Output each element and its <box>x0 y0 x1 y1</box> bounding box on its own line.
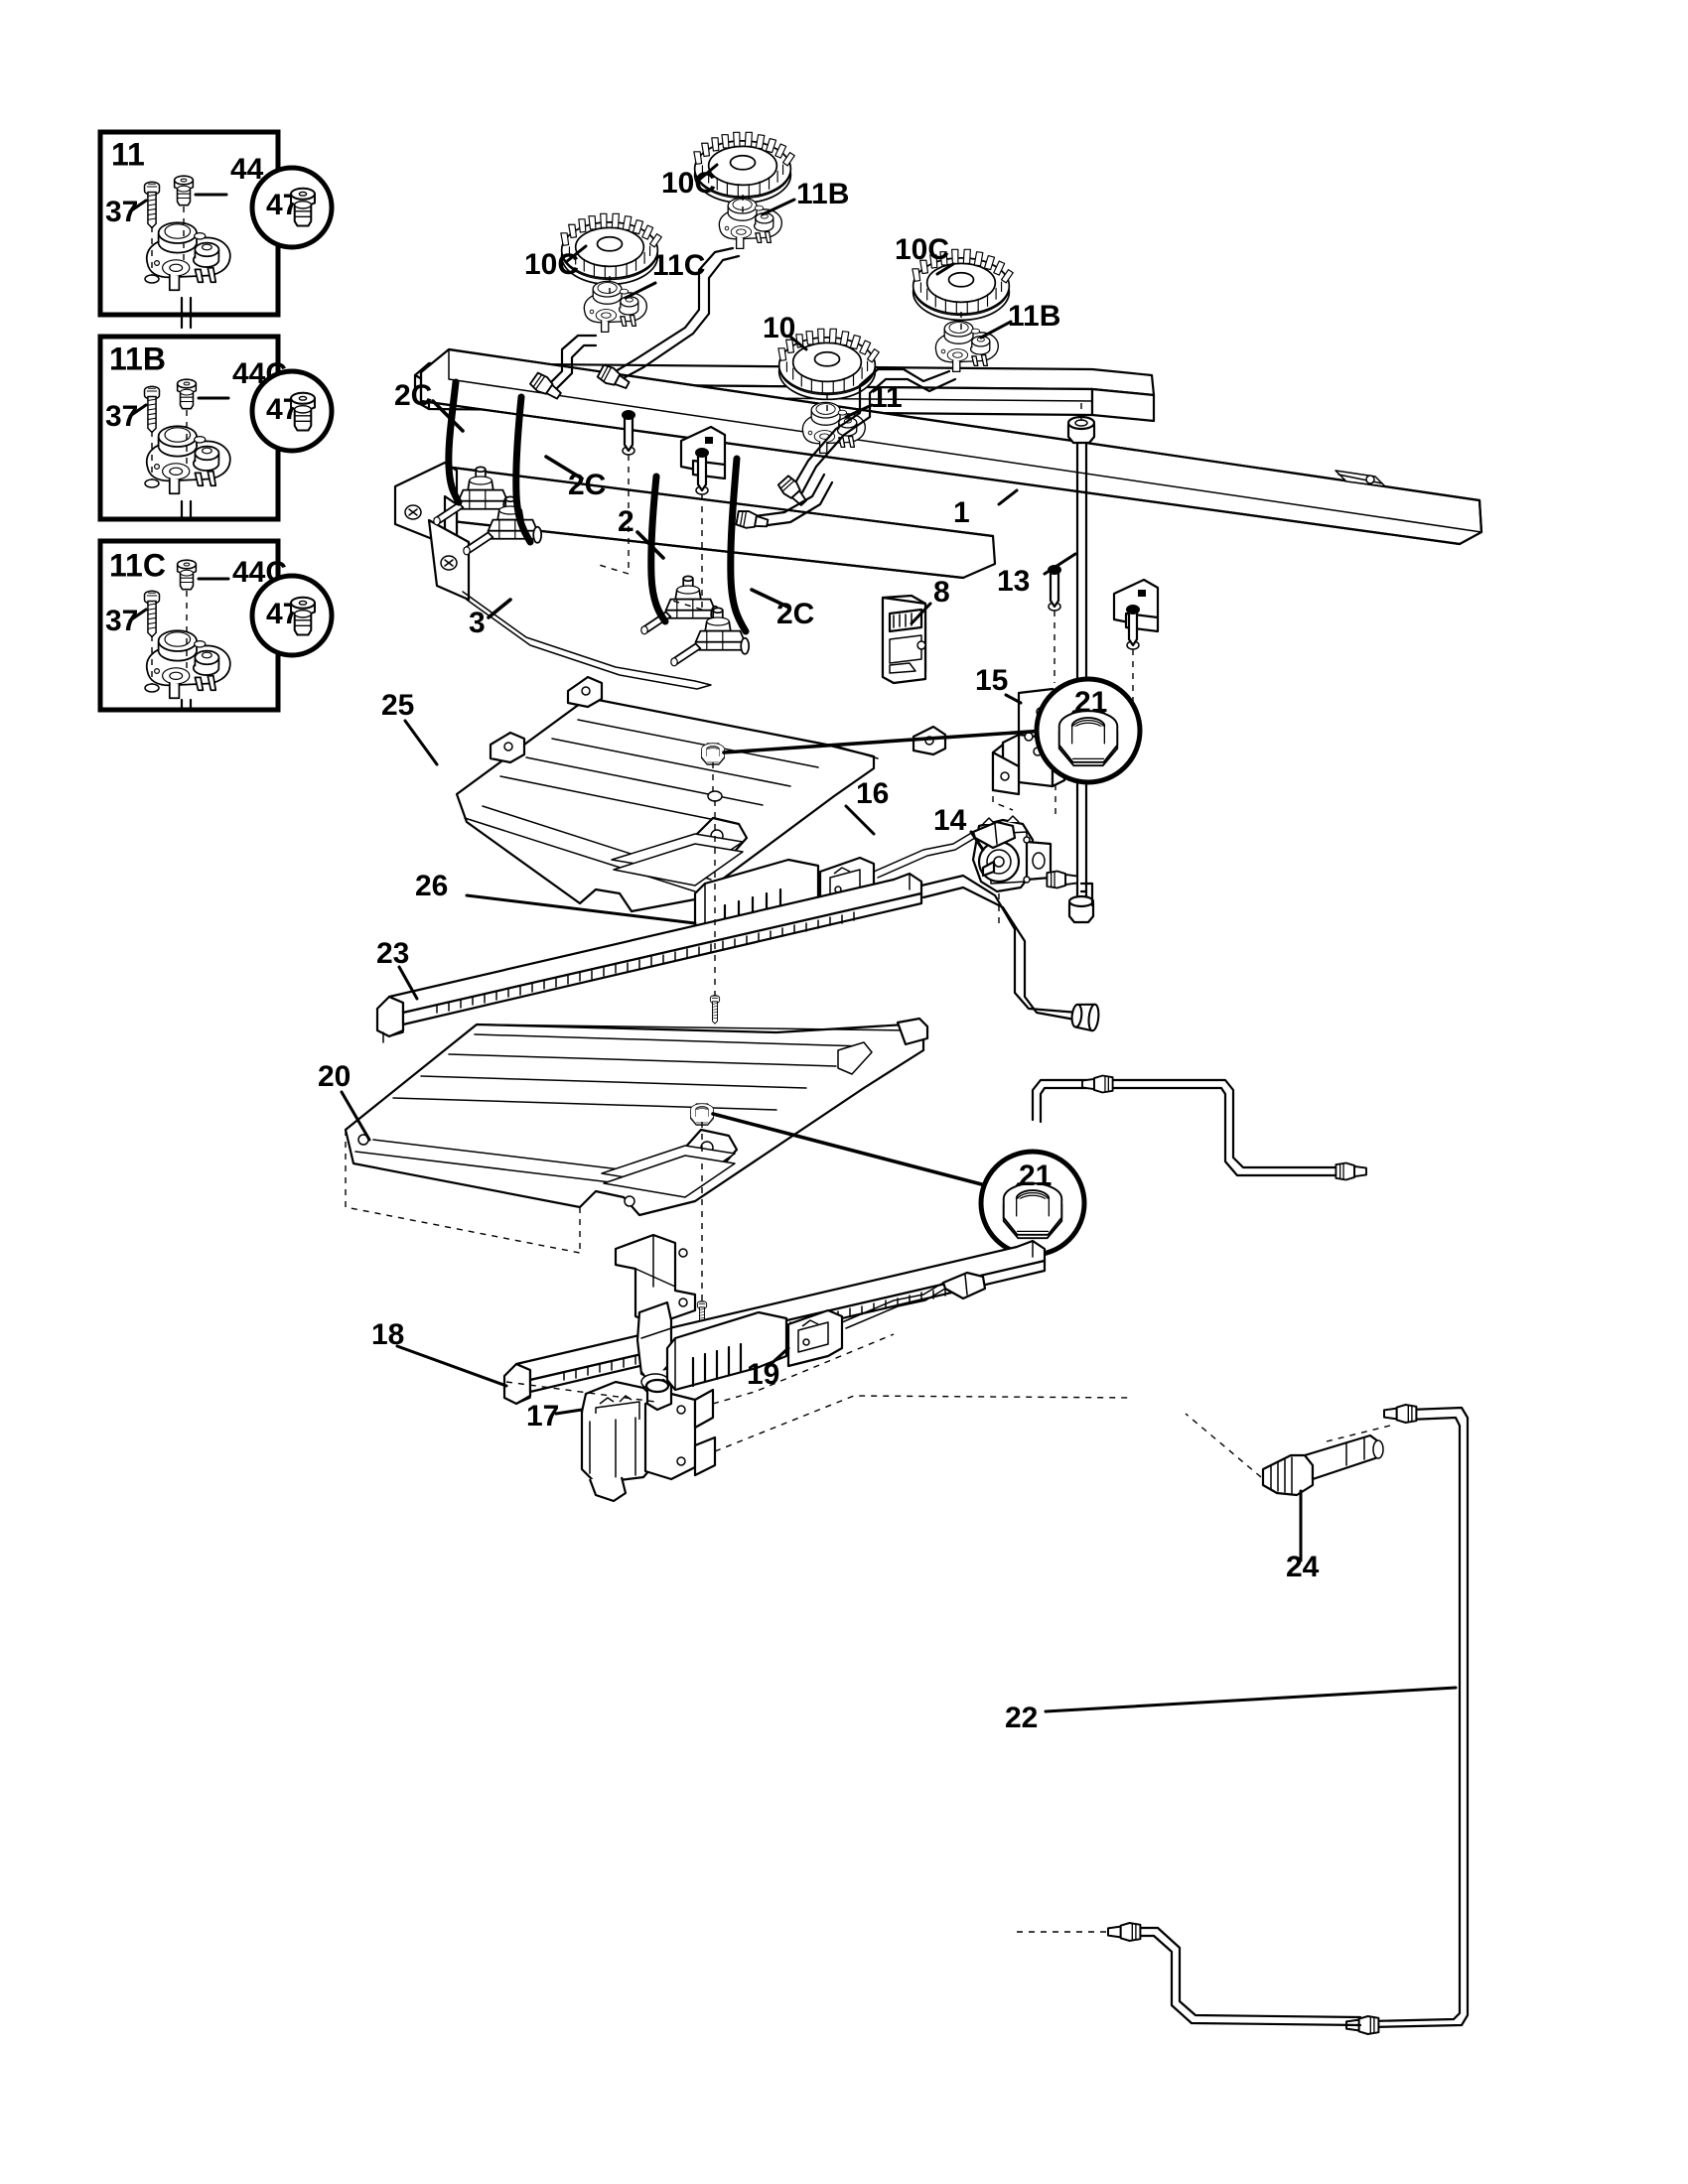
callout-22: 22 <box>1005 1702 1038 1734</box>
inset-box-11c: 11C 44C 37 47 <box>97 538 335 713</box>
callout-11b-top: 11B <box>796 178 849 210</box>
inset-11c-label: 11C <box>109 547 166 583</box>
flare-fitting-22-top <box>1383 1404 1418 1424</box>
orifice-detail-47-c <box>290 596 316 636</box>
electrode-wires <box>445 378 750 635</box>
callout-37-c-label: 37 <box>105 605 138 637</box>
orifice-44c-a <box>176 378 198 410</box>
flare-fitting-oven <box>1107 1922 1142 1942</box>
oven-baffle-20 <box>344 1017 929 1217</box>
burner-head-11b-right <box>934 320 999 373</box>
broil-igniter-19 <box>665 1271 987 1392</box>
spark-module-8 <box>881 594 927 685</box>
orifice-detail-47-a <box>290 187 316 227</box>
lock-nut-detail-21-top <box>1057 710 1119 767</box>
inset-box-11: 11 44 37 47 <box>97 129 335 330</box>
oven-gas-tube-16 <box>1031 1074 1367 1181</box>
orifice-44c-b <box>176 559 198 591</box>
callout-10c-top: 10C <box>661 167 716 200</box>
callout-21-top: 21 <box>1074 686 1107 719</box>
callout-19: 19 <box>747 1358 779 1391</box>
callout-11: 11 <box>871 381 903 414</box>
bake-burner-23 <box>375 872 1100 1038</box>
inset-11-label: 11 <box>111 136 145 172</box>
callout-10c-left: 10C <box>524 248 579 281</box>
broil-burner-venturi <box>614 1233 697 1391</box>
callout-2: 2 <box>618 505 634 538</box>
callout-44-label: 44 <box>230 153 264 186</box>
callout-26: 26 <box>415 870 448 902</box>
flare-nut-13-bottom <box>1067 894 1095 924</box>
callout-2c-b: 2C <box>568 469 606 501</box>
orifice-44 <box>173 175 195 206</box>
inset-11b-label: 11B <box>109 341 166 376</box>
callout-21-bottom: 21 <box>1019 1160 1052 1192</box>
callout-18: 18 <box>371 1318 404 1351</box>
burner-supply-tubes <box>528 246 957 533</box>
burner-head-11c-left <box>583 280 647 334</box>
burner-baffle-25 <box>455 675 947 913</box>
callout-10: 10 <box>763 312 795 344</box>
callout-23: 23 <box>376 937 409 970</box>
callout-37-b-label: 37 <box>105 400 138 433</box>
callout-20: 20 <box>318 1060 351 1093</box>
callout-14: 14 <box>933 804 967 837</box>
manifold-bolts <box>622 410 1140 647</box>
baffle-screw-25 <box>709 995 721 1024</box>
inset-box-11b: 11B 44C 37 47 <box>97 334 335 522</box>
oven-safety-valve-17 <box>580 1378 717 1503</box>
elbow-fitting-24 <box>1261 1433 1384 1497</box>
callout-11b-right: 11B <box>1008 300 1060 333</box>
regulator-outlet-fitting <box>1046 870 1078 889</box>
callout-2c-a: 2C <box>394 379 432 412</box>
callout-8: 8 <box>933 576 950 609</box>
valve-bracket-3 <box>393 461 712 690</box>
lock-nut-25 <box>701 743 725 765</box>
callout-15: 15 <box>975 664 1008 697</box>
callout-3: 3 <box>469 607 486 639</box>
callout-11c-left: 11C <box>652 249 705 282</box>
callout-37-a-label: 37 <box>105 196 138 228</box>
gas-supply-tube-13 <box>1066 403 1096 924</box>
orifice-detail-47-b <box>290 391 316 432</box>
flare-fitting-16-right <box>1335 1161 1367 1181</box>
callout-16: 16 <box>856 777 889 810</box>
pressure-regulator-14 <box>971 815 1053 893</box>
callout-25: 25 <box>381 689 414 722</box>
flare-fitting-c <box>775 474 811 510</box>
flare-nut-13-top <box>1066 415 1096 445</box>
callout-10c-right: 10C <box>895 233 949 266</box>
callout-1: 1 <box>953 496 970 529</box>
callout-17: 17 <box>526 1400 559 1433</box>
broiler-gas-tube-22 <box>1345 1404 1470 2035</box>
callout-24: 24 <box>1286 1551 1320 1583</box>
bake-burner-tube-end <box>1070 1003 1100 1032</box>
callout-2c-c: 2C <box>776 598 814 630</box>
callout-13: 13 <box>997 565 1030 598</box>
burner-head-11b-top <box>718 197 782 250</box>
flare-fitting-16-left <box>1081 1074 1114 1094</box>
